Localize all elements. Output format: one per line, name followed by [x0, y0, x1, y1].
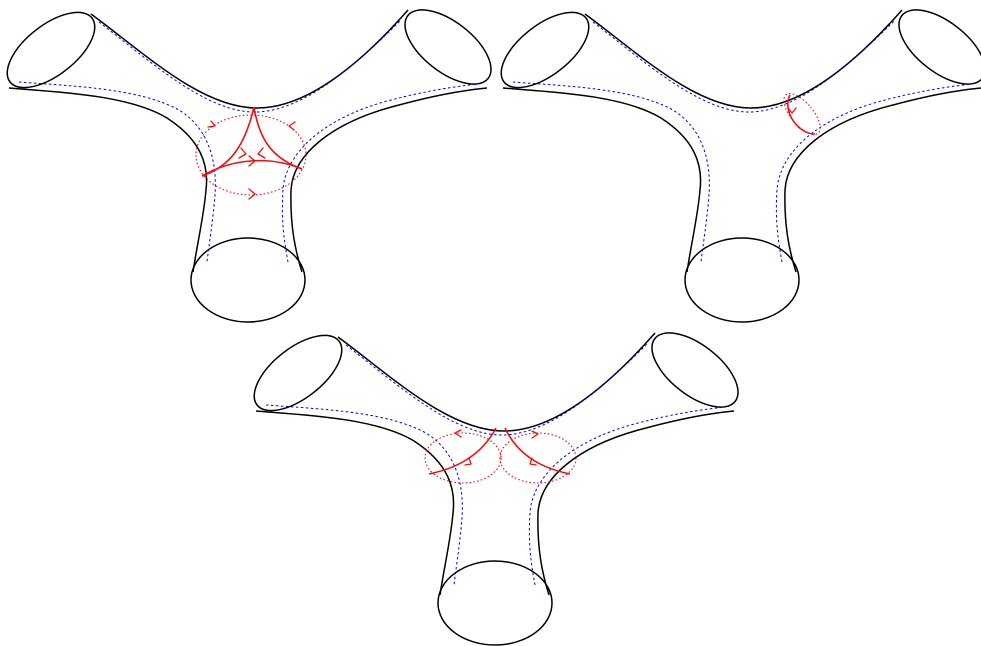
red-curve-single-loop — [778, 88, 827, 140]
pants-surface-panel-bottom — [242, 319, 751, 645]
red-curves-double-loop — [425, 428, 576, 483]
pants-surface-panel-top-right — [489, 0, 981, 322]
red-curves-tri-loop — [196, 107, 306, 199]
pants-surface-panel-top-left — [0, 0, 504, 322]
